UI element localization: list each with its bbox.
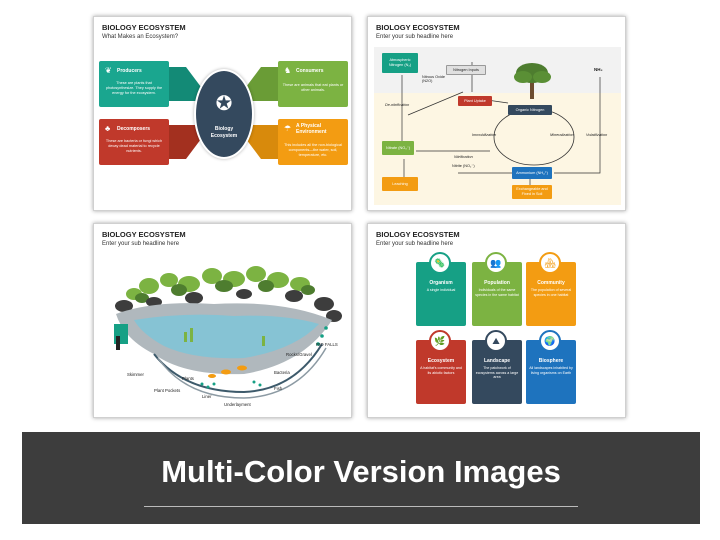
ammonium-box: Ammonium (NH₄⁺) bbox=[512, 167, 552, 179]
immobilization-label: Immobilization bbox=[472, 133, 497, 137]
slide-subtitle: Enter your sub headline here bbox=[376, 241, 454, 247]
level-card-ecosystem: 🌿 Ecosystem A habitat's community and its … bbox=[416, 330, 466, 404]
level-title: Landscape bbox=[483, 358, 511, 364]
leaching-box: Leaching bbox=[382, 177, 418, 191]
slide-thumbnail-levels-of-organization[interactable]: BIOLOGY ECOSYSTEM Enter your sub headlin… bbox=[367, 223, 626, 418]
slide-subtitle: Enter your sub headline here bbox=[102, 241, 180, 247]
nitrate-box: Nitrate (NO₃⁻) bbox=[382, 141, 414, 155]
liner-label: Liner bbox=[202, 394, 212, 399]
underlayment-label: Underlayment bbox=[224, 402, 251, 407]
deer-icon: ♞ bbox=[284, 66, 292, 75]
ecosystem-globe-icon: ✪ bbox=[215, 93, 233, 115]
producers-card: ❦ Producers These are plants that photos… bbox=[99, 61, 169, 107]
level-desc: The patchwork of ecosystems across a lar… bbox=[475, 366, 519, 380]
level-desc: A single individual bbox=[426, 288, 456, 292]
level-icon: 👥 bbox=[485, 252, 507, 274]
plants-label: Plants bbox=[182, 376, 194, 381]
consumers-card: ♞ Consumers These are animals that eat p… bbox=[278, 61, 348, 107]
physical-environment-card: ☂ A Physical Environment This includes a… bbox=[278, 119, 348, 165]
producers-title: Producers bbox=[117, 68, 142, 74]
exchangeable-box: Exchangeable and Fixed in Soil bbox=[512, 185, 552, 199]
connector-shapes bbox=[166, 67, 281, 159]
decomposers-card: ♣ Decomposers These are bacteria or fung… bbox=[99, 119, 169, 165]
level-title: Ecosystem bbox=[427, 358, 455, 364]
pond-illustration bbox=[114, 266, 342, 399]
level-title: Biosphere bbox=[538, 358, 564, 364]
water-drop-icon: ☂ bbox=[284, 124, 292, 133]
rocks-gravel-label: Rocks/Gravel bbox=[286, 352, 312, 357]
skimmer-label: Skimmer bbox=[127, 372, 144, 377]
slide-thumbnail-pond-ecosystem[interactable]: BIOLOGY ECOSYSTEM Enter your sub headlin… bbox=[93, 223, 352, 418]
producers-desc: These are plants that photosynthesize. T… bbox=[105, 81, 163, 95]
level-title: Community bbox=[537, 280, 565, 286]
center-label: Biology Ecosystem bbox=[210, 126, 238, 139]
fish-label: Fish bbox=[274, 386, 283, 391]
slide-subtitle: Enter your sub headline here bbox=[376, 34, 454, 40]
level-icon: 🌿 bbox=[429, 330, 451, 352]
level-icon: 🦠 bbox=[429, 252, 451, 274]
atmospheric-nitrogen-box: Atmospheric Nitrogen (N₂) bbox=[382, 53, 418, 73]
organic-nitrogen-box: Organic Nitrogen bbox=[508, 105, 552, 115]
level-card-organism: 🦠 Organism A single individual bbox=[416, 252, 466, 326]
plant-pockets-label: Plant Pockets bbox=[154, 388, 181, 393]
slide-thumbnail-what-makes-ecosystem[interactable]: BIOLOGY ECOSYSTEM What Makes an Ecosyste… bbox=[93, 16, 352, 211]
slide-title: BIOLOGY ECOSYSTEM bbox=[376, 230, 460, 239]
rio-falls-label: RIO FALLS bbox=[316, 342, 338, 347]
mineralization-label: Mineralization bbox=[550, 133, 574, 137]
physical-title: A Physical Environment bbox=[296, 123, 327, 135]
level-desc: All landscapes inhabited by living organ… bbox=[529, 366, 573, 375]
level-icon: 🌍 bbox=[539, 330, 561, 352]
level-icon: ⛰ bbox=[485, 330, 507, 352]
slide-title: BIOLOGY ECOSYSTEM bbox=[102, 23, 186, 32]
slide-title: BIOLOGY ECOSYSTEM bbox=[376, 23, 460, 32]
nitrogen-inputs-box: Nitrogen Inputs bbox=[446, 65, 486, 75]
consumers-desc: These are animals that eat plants or oth… bbox=[282, 83, 344, 92]
bacteria-label: Bacteria bbox=[274, 370, 290, 375]
physical-desc: This includes all the non-biological com… bbox=[284, 143, 342, 157]
consumers-title: Consumers bbox=[296, 68, 324, 74]
level-desc: The population of several species in one… bbox=[530, 288, 572, 297]
nitrite-label: Nitrite (NO₂⁻) bbox=[452, 164, 475, 168]
footer-title: Multi-Color Version Images bbox=[161, 454, 561, 489]
leaf-icon: ❦ bbox=[105, 66, 112, 75]
decomposers-title: Decomposers bbox=[117, 126, 151, 132]
mushroom-icon: ♣ bbox=[105, 124, 111, 133]
level-desc: Individuals of the same species in the s… bbox=[475, 288, 519, 297]
nitrification-label: Nitrification bbox=[454, 155, 473, 159]
volatilization-label: Volatilization bbox=[586, 133, 608, 137]
denitrification-label: De-nitrification bbox=[385, 103, 410, 107]
footer-banner: Multi-Color Version Images bbox=[22, 432, 700, 524]
level-icon: 🏘 bbox=[539, 252, 561, 274]
nitrous-oxide-label: Nitrous Oxide (N2O) bbox=[422, 75, 446, 83]
level-desc: A habitat's community and its abiotic fa… bbox=[420, 366, 462, 375]
plant-uptake-box: Plant Uptake bbox=[458, 96, 492, 106]
slide-thumbnail-nitrogen-cycle[interactable]: BIOLOGY ECOSYSTEM Enter your sub headlin… bbox=[367, 16, 626, 211]
nh3-label: NH₃ bbox=[594, 67, 603, 72]
center-ellipse: ✪ Biology Ecosystem bbox=[194, 69, 254, 159]
decomposers-desc: These are bacteria or fungi which decay … bbox=[105, 139, 163, 153]
footer-divider bbox=[144, 506, 578, 507]
level-title: Population bbox=[484, 280, 510, 286]
slide-title: BIOLOGY ECOSYSTEM bbox=[102, 230, 186, 239]
level-title: Organism bbox=[429, 280, 453, 286]
slide-subtitle: What Makes an Ecosystem? bbox=[102, 34, 179, 40]
